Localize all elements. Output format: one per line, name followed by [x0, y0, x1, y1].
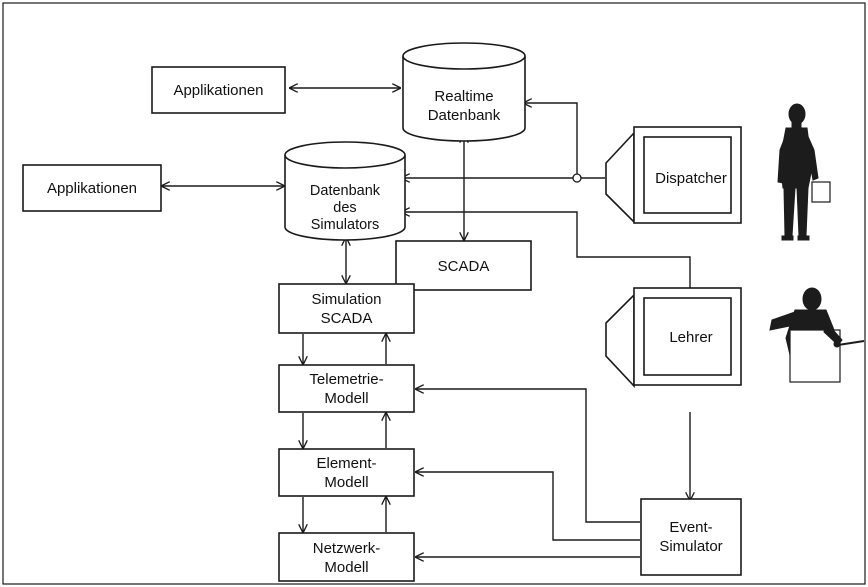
dispatcher-label: Dispatcher — [655, 170, 727, 187]
lehrer-monitor-icon: Lehrer — [605, 287, 742, 389]
event-simulator-box: Event- Simulator — [640, 498, 742, 576]
element-modell-box: Element- Modell — [278, 448, 415, 497]
element-line2: Modell — [324, 474, 368, 491]
simulation-scada-line1: Simulation — [311, 291, 381, 308]
simulation-scada-box: Simulation SCADA — [278, 283, 415, 334]
link-dispatcher-realtime — [524, 103, 578, 178]
netzwerk-line1: Netzwerk- — [313, 540, 381, 557]
link-lehrer-simulator-db — [402, 212, 691, 288]
telemetrie-line1: Telemetrie- — [309, 371, 383, 388]
telemetrie-modell-box: Telemetrie- Modell — [278, 364, 415, 413]
event-simulator-line2: Simulator — [659, 538, 722, 555]
realtime-database-cylinder: Realtime Datenbank — [402, 42, 526, 142]
realtime-db-line1: Realtime — [434, 88, 493, 105]
simulator-db-line2: des — [333, 200, 356, 216]
simulator-db-line3: Simulators — [311, 217, 380, 233]
simulator-db-line1: Datenbank — [310, 183, 381, 199]
simulation-scada-line2: SCADA — [321, 310, 373, 327]
arrow-event-to-telemetrie — [416, 389, 640, 523]
applikationen-top-box: Applikationen — [151, 66, 286, 114]
dispatcher-monitor-icon: Dispatcher — [605, 126, 742, 224]
event-simulator-line1: Event- — [669, 519, 712, 536]
junction-node — [572, 173, 582, 183]
standing-person-with-briefcase-icon — [777, 103, 831, 241]
telemetrie-line2: Modell — [324, 390, 368, 407]
netzwerk-modell-box: Netzwerk- Modell — [278, 532, 415, 582]
simulator-database-cylinder: Datenbank des Simulators — [284, 141, 406, 241]
realtime-db-line2: Datenbank — [428, 107, 501, 124]
scada-box: SCADA — [395, 240, 532, 291]
element-line1: Element- — [316, 455, 376, 472]
applikationen-left-box: Applikationen — [22, 164, 162, 212]
teacher-with-pointer-icon — [769, 287, 865, 383]
scada-label: SCADA — [438, 258, 490, 275]
applikationen-left-label: Applikationen — [47, 180, 137, 197]
lehrer-label: Lehrer — [669, 329, 712, 346]
netzwerk-line2: Modell — [324, 559, 368, 576]
applikationen-top-label: Applikationen — [173, 82, 263, 99]
arrow-event-to-element — [416, 472, 640, 541]
